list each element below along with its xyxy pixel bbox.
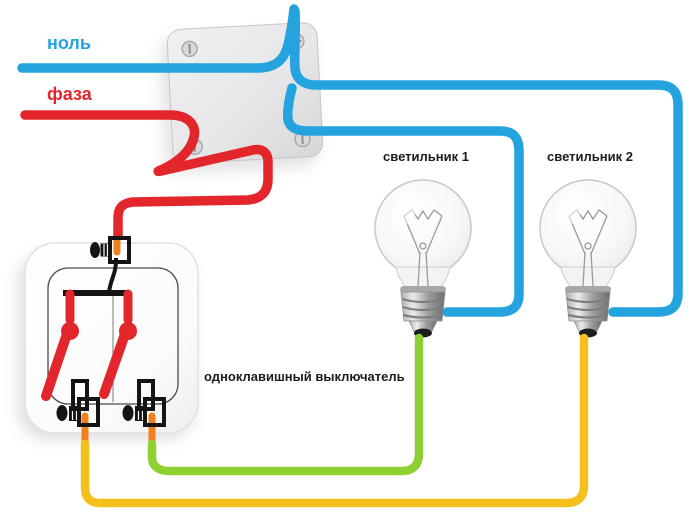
lamp2-switched-wire — [80, 333, 589, 508]
neutral-wire-to-lamp1 — [283, 83, 524, 317]
bulb-glass — [374, 179, 472, 277]
base-rim — [565, 286, 611, 293]
light-bulb-2 — [539, 179, 637, 338]
switch-body — [18, 242, 199, 440]
base-threads — [401, 297, 445, 319]
phase-wire — [20, 110, 273, 240]
bulb-filament — [568, 209, 608, 287]
switch-schematic — [41, 236, 166, 427]
screw-base — [565, 291, 611, 322]
neutral-label: ноль — [47, 33, 91, 53]
terminal-clamp-icon — [56, 379, 100, 427]
base-taper — [408, 320, 438, 332]
screw-icon — [181, 40, 198, 58]
lamp1-label: светильник 1 — [383, 149, 469, 164]
base-taper — [573, 320, 603, 332]
base-threads — [566, 297, 610, 319]
bulb-glass — [539, 179, 637, 277]
neutral-wire-to-lamp2 — [289, 6, 683, 317]
bulb-neck — [395, 266, 451, 290]
light-bulb-1 — [374, 179, 472, 338]
phase-label: фаза — [47, 84, 92, 104]
terminal-clamp-icon — [90, 236, 131, 264]
bulb-neck — [560, 266, 616, 290]
base-rim — [400, 286, 446, 293]
switch-lever-2 — [99, 329, 130, 399]
switch-label: одноклавишный выключатель — [204, 369, 405, 384]
terminal-clamp-icon — [122, 379, 166, 427]
switch-lever-1 — [41, 329, 72, 401]
glass-highlight — [393, 189, 419, 227]
lamp2-label: светильник 2 — [547, 149, 633, 164]
glass-highlight — [558, 189, 584, 227]
screw-base — [400, 291, 446, 322]
switch-rocker-outline — [47, 267, 179, 405]
lamp1-switched-wire — [147, 333, 424, 476]
